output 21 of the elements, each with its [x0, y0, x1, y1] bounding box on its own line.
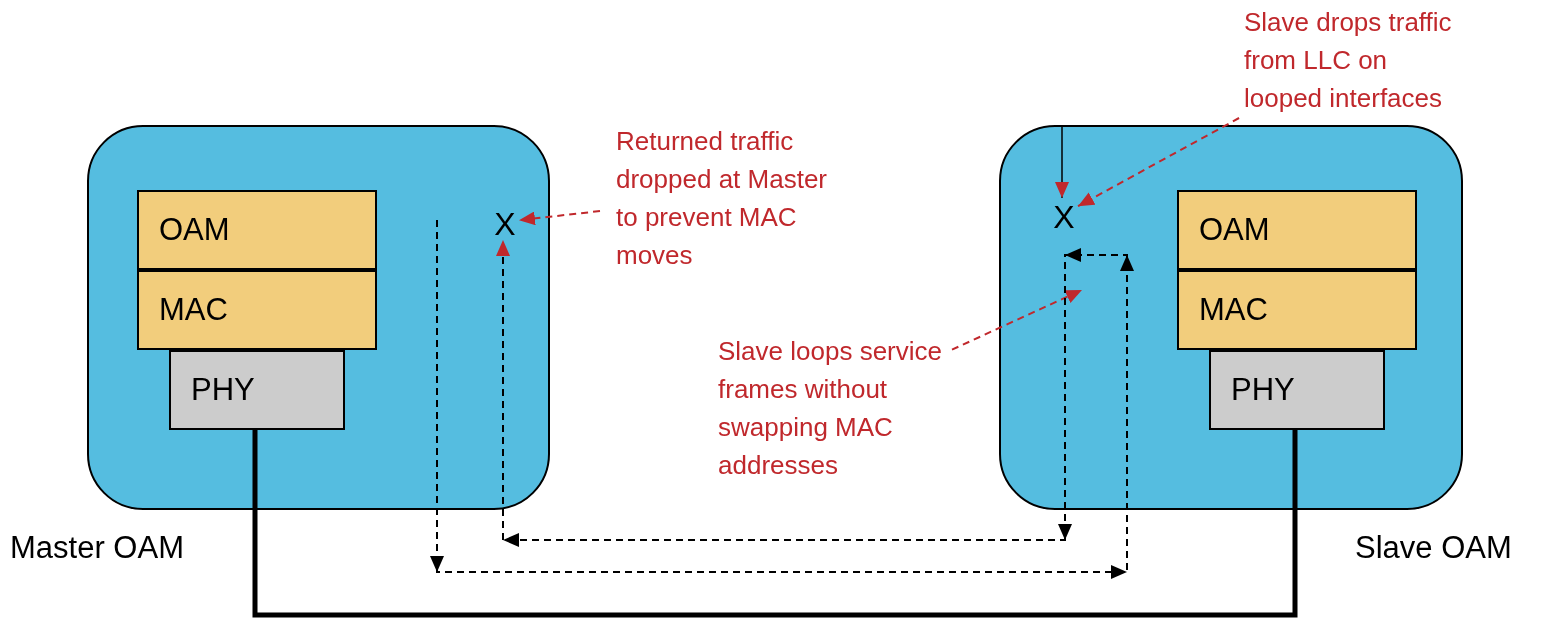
phy-layer-box [1209, 350, 1385, 430]
layer-box [137, 190, 377, 270]
device-caption: Slave OAM [1355, 529, 1512, 567]
drop-mark-label: X [494, 208, 516, 240]
layer-box [1177, 270, 1417, 350]
device-box [999, 125, 1463, 510]
layer-label: OAM [159, 210, 230, 249]
annotation-text: Slave drops traffic from LLC on looped interfaces [1244, 6, 1453, 115]
layer-label: PHY [1231, 370, 1295, 409]
layer-label: PHY [191, 370, 255, 409]
annotation-text: Returned traffic dropped at Master to prevent MAC moves [616, 125, 828, 272]
drop-mark-label: X [1053, 201, 1075, 233]
layer-label: MAC [1199, 290, 1268, 329]
layer-label: MAC [159, 290, 228, 329]
annotation-text: Slave loops service frames without swapping MAC addresses [718, 335, 943, 482]
device-caption: Master OAM [10, 529, 184, 567]
phy-layer-box [169, 350, 345, 430]
device-box [87, 125, 550, 510]
layer-box [137, 270, 377, 350]
layer-label: OAM [1199, 210, 1270, 249]
layer-box [1177, 190, 1417, 270]
